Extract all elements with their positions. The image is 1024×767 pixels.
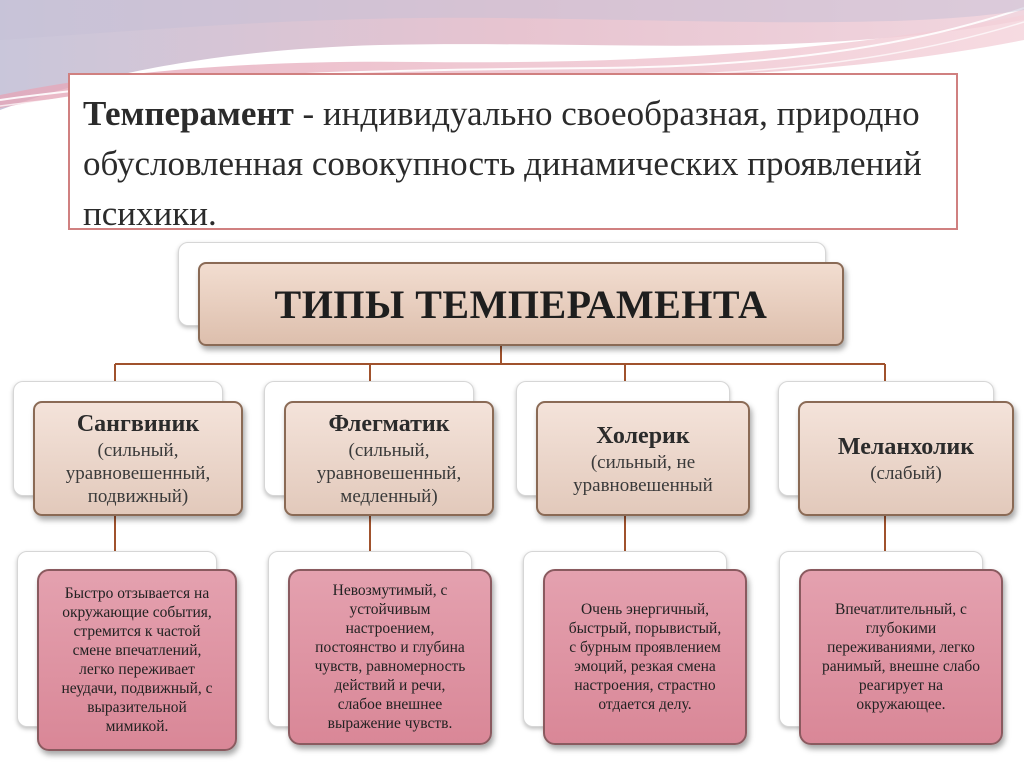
types-header: ТИПЫ ТЕМПЕРАМЕНТА	[198, 262, 844, 346]
type-name: Холерик	[596, 421, 689, 451]
desc-text: Быстро отзывается на окружающие события,…	[62, 584, 213, 736]
desc-box-melancholic: Впечатлительный, с глубокими переживания…	[799, 569, 1003, 745]
type-traits: (слабый)	[870, 462, 942, 485]
desc-text: Очень энергичный, быстрый, порывистый, с…	[569, 600, 721, 714]
type-box-phlegmatic: Флегматик (сильный, уравновешенный, медл…	[284, 401, 494, 516]
type-box-sanguine: Сангвиник (сильный, уравновешенный, подв…	[33, 401, 243, 516]
type-name: Меланхолик	[838, 432, 974, 462]
type-traits: (сильный, уравновешенный, подвижный)	[66, 439, 210, 508]
type-traits: (сильный, не уравновешенный	[573, 451, 713, 497]
desc-box-choleric: Очень энергичный, быстрый, порывистый, с…	[543, 569, 747, 745]
type-name: Сангвиник	[77, 409, 199, 439]
type-box-choleric: Холерик (сильный, не уравновешенный	[536, 401, 750, 516]
type-traits: (сильный, уравновешенный, медленный)	[317, 439, 461, 508]
type-name: Флегматик	[328, 409, 449, 439]
type-box-melancholic: Меланхолик (слабый)	[798, 401, 1014, 516]
desc-box-sanguine: Быстро отзывается на окружающие события,…	[37, 569, 237, 751]
desc-text: Впечатлительный, с глубокими переживания…	[822, 600, 980, 714]
desc-box-phlegmatic: Невозмутимый, с устойчивым настроением, …	[288, 569, 492, 745]
types-header-title: ТИПЫ ТЕМПЕРАМЕНТА	[275, 281, 768, 328]
desc-text: Невозмутимый, с устойчивым настроением, …	[315, 581, 466, 733]
